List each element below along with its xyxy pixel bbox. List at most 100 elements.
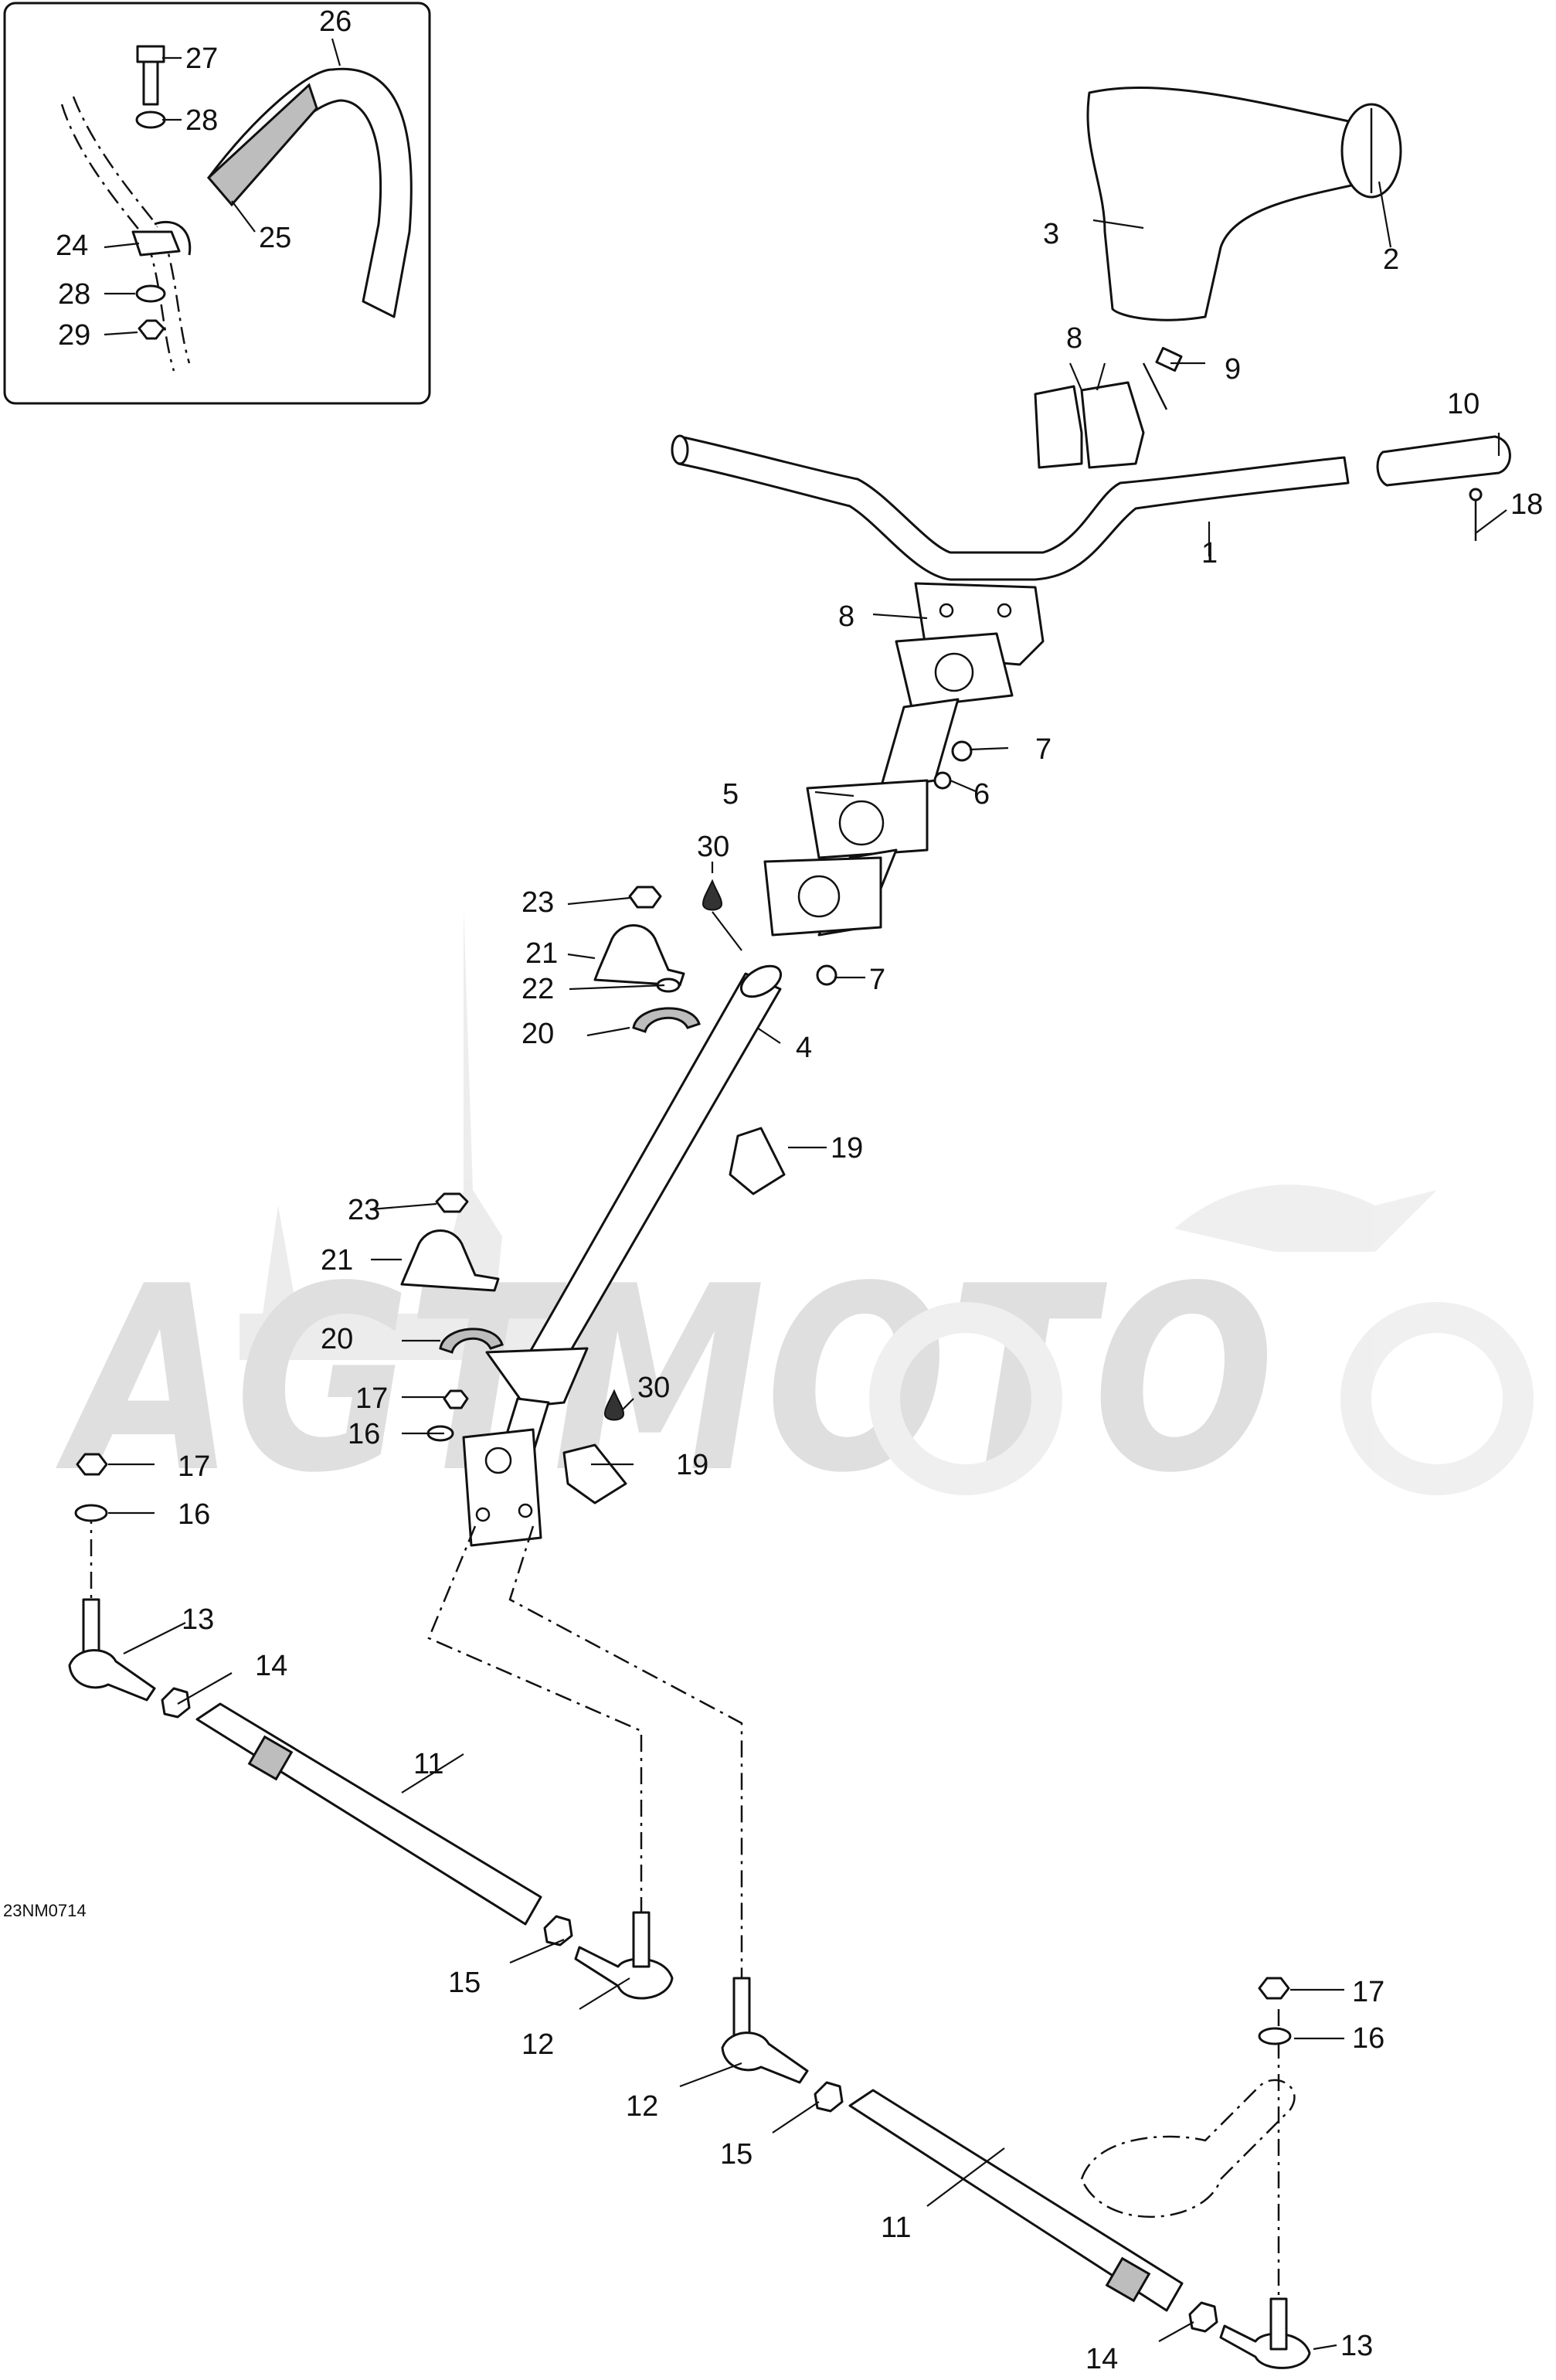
tie-right-rod-end-2 [1219, 2324, 1311, 2369]
handlebar-end [671, 434, 689, 465]
riser-flange-mid-bore [838, 800, 885, 846]
callout-20a: 20 [521, 1018, 554, 1050]
upper-bushing-nut [628, 886, 662, 909]
upper-bushing-clamp [593, 924, 685, 987]
tie-left-jamnut [161, 1687, 191, 1719]
callout-7a: 7 [1035, 733, 1051, 766]
callout-12a: 12 [521, 2028, 554, 2061]
tie-right-jamnut-2 [1188, 2301, 1218, 2333]
lower-bushing-nut [435, 1192, 469, 1213]
callout-25: 25 [259, 222, 291, 254]
upper-clamp-left [1034, 385, 1083, 469]
lubricant-drop-lower [603, 1389, 625, 1421]
lower-clamp-hole-right [997, 603, 1012, 618]
lubricant-drop-upper [702, 879, 723, 911]
tie-left-stud [82, 1598, 100, 1655]
tie-left-washer [74, 1504, 108, 1522]
callout-15b: 15 [720, 2138, 753, 2171]
callout-26: 26 [319, 5, 352, 38]
callout-10: 10 [1447, 388, 1480, 420]
grip-body [1376, 435, 1511, 487]
dash-to-left-tierod [427, 1525, 643, 1916]
tie-right-rod [848, 2089, 1184, 2312]
tie-left-rod [195, 1702, 542, 1926]
upper-clamp [1034, 346, 1183, 469]
callout-28a: 28 [185, 104, 218, 137]
callout-3: 3 [1043, 218, 1059, 250]
callout-5: 5 [722, 778, 739, 811]
callout-2: 2 [1383, 243, 1399, 276]
callout-16b: 16 [348, 1418, 380, 1450]
inset-bolt-head [136, 45, 165, 63]
tie-left-stud-2 [632, 1911, 651, 1968]
tie-right-jamnut [814, 2081, 844, 2113]
handlebar [671, 434, 1350, 581]
grip-rivet-head [1469, 488, 1483, 502]
base-plate-boss [484, 1447, 512, 1474]
callout-19a: 19 [831, 1132, 863, 1164]
upper-bushing-block [729, 1127, 786, 1195]
callout-16c: 16 [1352, 2022, 1384, 2055]
tie-right-nut-top [1258, 1977, 1290, 2000]
dash-to-right-tierod [508, 1525, 743, 1978]
riser-bolt-6 [933, 771, 952, 790]
clamp-bolt-head [1155, 346, 1183, 372]
watermark-wheel-front [1340, 1302, 1534, 1495]
alignment-lines [90, 1507, 1280, 2310]
callout-11a: 11 [413, 1748, 443, 1780]
watermark-text: AGTMOTO [53, 1232, 1275, 1528]
callout-27: 27 [185, 42, 218, 75]
callout-14b: 14 [1085, 2343, 1118, 2375]
callout-21a: 21 [525, 937, 558, 970]
column-lower-flange [485, 1347, 589, 1408]
callout-21b: 21 [321, 1244, 353, 1277]
base-plate-hole-2 [518, 1503, 533, 1518]
leader-lines [104, 38, 1507, 2351]
handlebar-tube [677, 435, 1350, 581]
tie-right-washer [1258, 2027, 1292, 2045]
watermark-spire [452, 904, 502, 1314]
callout-11b: 11 [881, 2212, 911, 2244]
tie-right-stud-2 [1269, 2297, 1288, 2351]
tie-rod-right [721, 1977, 1311, 2369]
callout-30a: 30 [697, 831, 729, 863]
watermark: AGTMOTO [53, 904, 1534, 1528]
callout-9: 9 [1225, 353, 1241, 386]
tie-left-sleeve [247, 1735, 294, 1781]
upper-bushing-half [632, 1007, 701, 1033]
callout-18: 18 [1510, 488, 1543, 521]
steering-riser [763, 632, 1014, 986]
riser-flange-bottom-bore [797, 875, 841, 918]
tie-rod-left [68, 1453, 674, 2000]
callout-24: 24 [56, 230, 88, 262]
tie-left-jamnut-2 [543, 1915, 573, 1946]
watermark-dome [240, 1205, 587, 1360]
inset-bar-ghost-2 [60, 104, 175, 372]
riser-bolt-7a [951, 740, 973, 762]
callout-labels: 1 2 3 4 5 6 7 7 8 8 9 10 11 11 12 12 13 … [3, 5, 1543, 2375]
inset-frame [3, 2, 431, 405]
hand-guard-pad [206, 83, 318, 207]
grip [1376, 435, 1511, 541]
lower-bushing-half [439, 1328, 504, 1354]
hand-cover [1086, 87, 1402, 321]
lower-bushing-block [562, 1443, 627, 1504]
callout-12b: 12 [626, 2090, 658, 2123]
callout-28b: 28 [58, 278, 90, 311]
lower-clamp-hole-left [939, 603, 954, 618]
callout-7b: 7 [869, 964, 885, 996]
upper-bushing [593, 886, 786, 1195]
tie-left-nut-top [76, 1453, 108, 1476]
tie-right-sleeve [1105, 2256, 1151, 2303]
callout-15a: 15 [448, 1967, 481, 1999]
callout-17b: 17 [355, 1382, 388, 1415]
callout-17c: 17 [1352, 1976, 1384, 2008]
lower-bushing-clamp [400, 1229, 500, 1292]
callout-17a: 17 [178, 1450, 210, 1483]
riser-flange-mid [806, 779, 929, 859]
callout-13a: 13 [182, 1603, 214, 1636]
riser-flange-top [895, 632, 1014, 709]
lower-bushing-nut-17 [443, 1389, 469, 1409]
